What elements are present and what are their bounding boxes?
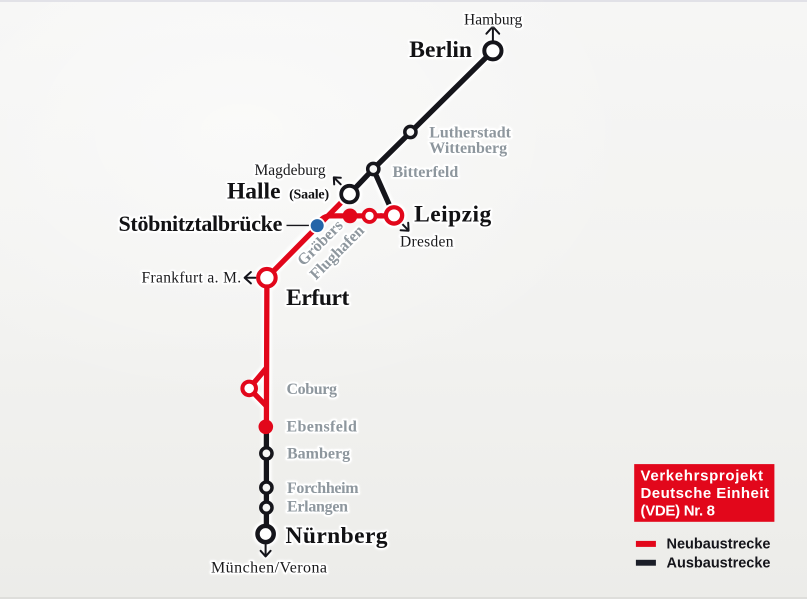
- svg-text:(VDE) Nr. 8: (VDE) Nr. 8: [641, 503, 715, 520]
- svg-text:Verkehrsprojekt: Verkehrsprojekt: [641, 468, 764, 485]
- svg-text:München/Verona: München/Verona: [211, 560, 328, 577]
- svg-text:Hamburg: Hamburg: [464, 11, 523, 28]
- svg-text:Nürnberg: Nürnberg: [286, 523, 388, 549]
- svg-text:Coburg: Coburg: [287, 381, 337, 398]
- svg-text:Berlin: Berlin: [409, 37, 472, 63]
- svg-text:Erlangen: Erlangen: [287, 499, 348, 516]
- svg-text:Stöbnitztalbrücke: Stöbnitztalbrücke: [119, 211, 283, 236]
- svg-text:(Saale): (Saale): [289, 188, 329, 203]
- svg-text:Halle: Halle: [227, 179, 281, 205]
- svg-text:Bamberg: Bamberg: [287, 446, 350, 463]
- svg-text:Deutsche Einheit: Deutsche Einheit: [641, 485, 770, 502]
- svg-text:Dresden: Dresden: [400, 234, 454, 251]
- svg-text:Neubaustrecke: Neubaustrecke: [667, 536, 771, 552]
- svg-text:Lutherstadt: Lutherstadt: [429, 125, 511, 142]
- svg-text:Erfurt: Erfurt: [286, 285, 349, 311]
- svg-text:Ausbaustrecke: Ausbaustrecke: [667, 555, 771, 571]
- svg-text:Forchheim: Forchheim: [287, 480, 359, 497]
- svg-text:Magdeburg: Magdeburg: [255, 162, 326, 179]
- svg-text:Frankfurt a. M.: Frankfurt a. M.: [142, 270, 242, 287]
- svg-text:Leipzig: Leipzig: [414, 202, 492, 228]
- svg-text:Bitterfeld: Bitterfeld: [393, 164, 459, 181]
- svg-text:Wittenberg: Wittenberg: [429, 140, 507, 157]
- svg-text:Ebensfeld: Ebensfeld: [287, 419, 358, 436]
